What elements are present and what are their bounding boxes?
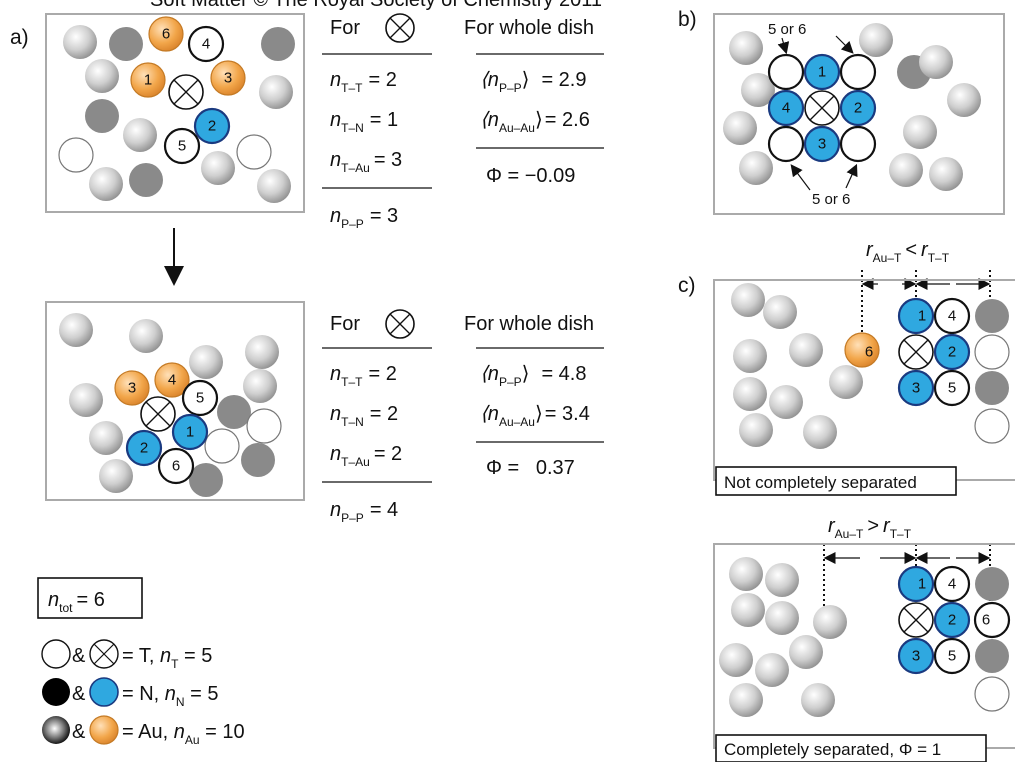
phi-value-bottom: Φ = 0.37 [486,457,575,479]
legend-black-circle-icon [42,678,70,706]
ball-label: 3 [912,380,920,397]
caption-box-not-separated [715,466,957,496]
dish-bottom [45,301,305,501]
legend-orange-circle-icon [89,715,119,745]
legend-line-t: = T, nT = 5 [122,645,212,671]
ball-label: 5 [196,390,204,407]
stat-total: nP–P= 4 [330,499,398,525]
stat-row: nT–T= 2 [330,363,397,389]
ball-label: 1 [186,424,194,441]
ball-label: 3 [224,70,232,87]
caption-box-separated [715,734,987,762]
panel-b-balls [723,23,981,191]
dish-top [45,13,305,213]
legend-line-n: = N, nN = 5 [122,683,219,709]
ball-label: 2 [948,612,956,629]
stat-row: nT–T= 2 [330,69,397,95]
whole-dish-label-top: For whole dish [464,17,594,39]
legend-blue-circle-icon [89,677,119,707]
dish-top-balls [58,16,295,203]
ball-label: 5 [178,138,186,155]
ball-label: 4 [782,100,790,117]
stat-total: nP–P= 3 [330,205,398,231]
whole-dish-label-bottom: For whole dish [464,313,594,335]
stat-row: nT–N= 2 [330,403,398,429]
caption-not-separated: Not completely separated [724,473,917,492]
ball-label: 5 [948,380,956,397]
header-text: Soft Matter © The Royal Society of Chemi… [150,0,602,11]
legend-amp: & [72,721,86,743]
whole-row: ⟨nP–P⟩= 4.8 [480,363,586,389]
legend-amp: & [72,645,86,667]
panel-label-b: b) [678,8,697,31]
phi-value-top: Φ = −0.09 [486,165,575,187]
for-label-top: For [330,17,360,39]
dish-bottom-balls [59,313,282,497]
ball-label: 1 [918,308,926,325]
ball-label: 6 [162,26,170,43]
label-5-or-6-bottom: 5 or 6 [812,191,850,208]
legend-amp: & [72,683,86,705]
ball-label: 6 [982,612,990,629]
ball-label: 4 [202,36,210,53]
r-relation-bottom: rAu–T>rT–T [828,515,912,541]
dish-panel-b [713,13,1005,215]
ball-label: 3 [912,648,920,665]
panel-label-c: c) [678,274,696,297]
panel-c-top-balls [731,283,1010,449]
ball-label: 4 [948,308,956,325]
ball-label: 6 [172,458,180,475]
ball-label: 2 [208,118,216,135]
caption-separated: Completely separated, Φ = 1 [724,740,941,759]
ball-label: 2 [948,344,956,361]
ball-label: 3 [128,380,136,397]
panel-c-bottom-balls [719,557,1011,717]
ball-label: 2 [140,440,148,457]
ball-label: 5 [948,648,956,665]
ball-label: 3 [818,136,826,153]
whole-row: ⟨nP–P⟩= 2.9 [480,69,586,95]
ball-label: 4 [168,372,176,389]
arrow-icon [845,163,858,189]
ball-label: 4 [948,576,956,593]
stat-row: nT–N= 1 [330,109,398,135]
ntot-box [37,577,143,619]
ntot-text: ntot= 6 [48,589,105,615]
stat-row: nT–Au= 3 [330,149,402,175]
arrow-icon [777,37,790,55]
ball-label: 6 [865,344,873,361]
cross-circle-icon [89,639,119,669]
ball-label: 1 [144,72,152,89]
ball-label: 2 [854,100,862,117]
arrow-icon [790,164,811,191]
ball-label: 1 [818,64,826,81]
whole-row: ⟨nAu–Au⟩= 2.6 [480,109,590,135]
r-relation-top: rAu–T<rT–T [866,239,950,265]
legend-line-au: = Au, nAu = 10 [122,721,245,747]
arrow-icon [835,35,854,54]
legend-white-circle-icon [41,639,71,669]
stat-row: nT–Au= 2 [330,443,402,469]
legend-silver-black-circle-icon [42,716,70,744]
cross-circle-icon [385,309,415,339]
ball-label: 1 [918,576,926,593]
whole-row: ⟨nAu–Au⟩= 3.4 [480,403,590,429]
label-5-or-6-top: 5 or 6 [768,21,806,38]
cross-circle-icon [385,13,415,43]
for-label-bottom: For [330,313,360,335]
panel-label-a: a) [10,26,29,49]
